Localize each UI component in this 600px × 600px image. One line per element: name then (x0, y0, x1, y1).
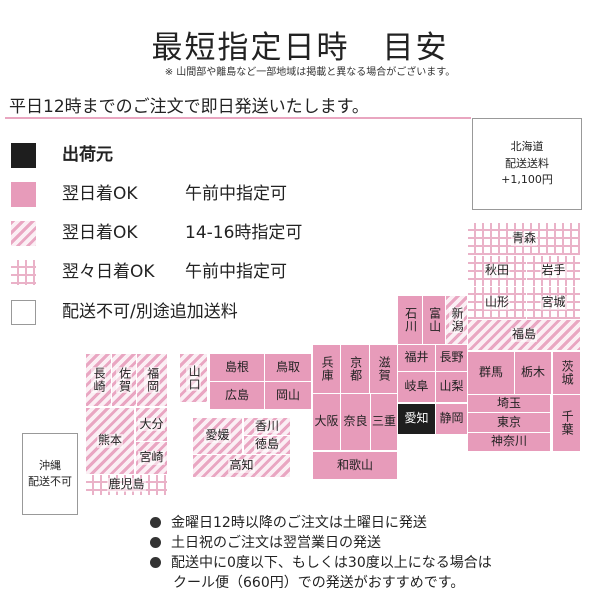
pref-kyoto: 京都 (341, 345, 369, 393)
pref-gifu: 岐阜 (398, 372, 435, 402)
legend-label-origin: 出荷元 (62, 145, 113, 165)
pref-fukushima: 福島 (468, 320, 580, 350)
footer-note-3: 配送中に0度以下、もしくは30度以上になる場合は (150, 552, 492, 572)
disclaimer-note: ※ 山間部や離島など一部地域は掲載と異なる場合がございます。 (164, 67, 456, 78)
pref-nara: 奈良 (341, 394, 370, 450)
pref-kanagawa: 神奈川 (468, 433, 550, 451)
legend-time-next-day-pm: 14-16時指定可 (185, 223, 303, 243)
pref-aomori: 青森 (468, 223, 580, 255)
legend-swatch-two-day-am (11, 260, 36, 285)
pref-shiga: 滋賀 (370, 345, 397, 393)
pref-kagoshima: 鹿児島 (86, 475, 167, 495)
pref-ibaraki: 茨城 (553, 352, 580, 394)
legend-label-next-day-pm: 翌日着OK (62, 223, 138, 243)
pref-iwate: 岩手 (527, 256, 580, 286)
pref-kagawa: 香川 (244, 418, 290, 435)
pref-tochigi: 栃木 (515, 352, 551, 394)
hokkaido-name: 北海道 (510, 140, 544, 154)
legend-label-two-day-am: 翌々日着OK (62, 262, 155, 282)
pref-miyagi: 宮城 (527, 287, 580, 319)
pref-hiroshima: 広島 (210, 382, 264, 409)
pref-aichi-origin: 愛知 (398, 404, 435, 434)
legend-label-unavailable: 配送不可/別途追加送料 (62, 302, 238, 322)
pref-tokushima: 徳島 (244, 436, 290, 454)
pref-gunma: 群馬 (468, 352, 514, 394)
bullet-icon (150, 517, 161, 528)
bullet-icon (150, 537, 161, 548)
pref-kumamoto: 熊本 (86, 408, 134, 474)
pref-shimane: 島根 (210, 354, 264, 381)
pref-yamanashi: 山梨 (436, 372, 467, 402)
legend-swatch-origin (11, 143, 36, 168)
same-day-banner: 平日12時までのご注文で即日発送いたします。 (5, 96, 471, 119)
pref-nagano: 長野 (436, 345, 467, 371)
pref-chiba: 千葉 (553, 395, 580, 451)
footer-note-1: 金曜日12時以降のご注文は土曜日に発送 (150, 512, 427, 532)
pref-saga: 佐賀 (112, 354, 136, 406)
region-okinawa: 沖縄 配送不可 (22, 433, 78, 515)
legend-swatch-next-day-am (11, 182, 36, 207)
legend-swatch-next-day-pm (11, 221, 36, 246)
region-hokkaido: 北海道 配送送料 +1,100円 (472, 118, 582, 210)
legend-time-next-day-am: 午前中指定可 (185, 184, 287, 204)
bullet-icon (150, 557, 161, 568)
pref-shizuoka: 静岡 (436, 404, 467, 434)
pref-toyama: 富山 (423, 296, 445, 344)
pref-oita: 大分 (136, 408, 167, 441)
pref-kochi: 高知 (193, 455, 290, 477)
pref-okayama: 岡山 (265, 382, 311, 409)
pref-ishikawa: 石川 (398, 296, 422, 344)
footer-note-4: クール便（660円）での発送がおすすめです。 (173, 575, 465, 591)
legend-label-next-day-am: 翌日着OK (62, 184, 138, 204)
pref-niigata: 新潟 (446, 296, 467, 344)
hokkaido-fee: +1,100円 (501, 173, 553, 187)
pref-yamaguchi: 山口 (180, 354, 207, 402)
pref-mie: 三重 (371, 394, 397, 450)
okinawa-name: 沖縄 (39, 458, 61, 472)
hokkaido-line2: 配送送料 (505, 156, 549, 170)
pref-tokyo: 東京 (468, 413, 550, 432)
pref-fukuoka: 福岡 (137, 354, 167, 406)
okinawa-line2: 配送不可 (28, 475, 72, 488)
legend-swatch-unavailable (11, 300, 36, 325)
pref-tottori: 鳥取 (265, 354, 311, 381)
pref-wakayama: 和歌山 (313, 452, 397, 479)
pref-miyazaki: 宮崎 (136, 442, 167, 474)
pref-nagasaki: 長崎 (86, 354, 111, 406)
pref-saitama: 埼玉 (468, 395, 550, 412)
pref-yamagata: 山形 (468, 287, 526, 319)
footer-note-2: 土日祝のご注文は翌営業日の発送 (150, 532, 381, 552)
pref-osaka: 大阪 (313, 394, 340, 450)
pref-hyogo: 兵庫 (313, 345, 340, 393)
legend-time-two-day-am: 午前中指定可 (185, 262, 287, 282)
pref-fukui: 福井 (398, 345, 435, 371)
page-title: 最短指定日時 目安 (151, 30, 449, 66)
pref-ehime: 愛媛 (193, 418, 242, 454)
pref-akita: 秋田 (468, 256, 526, 286)
